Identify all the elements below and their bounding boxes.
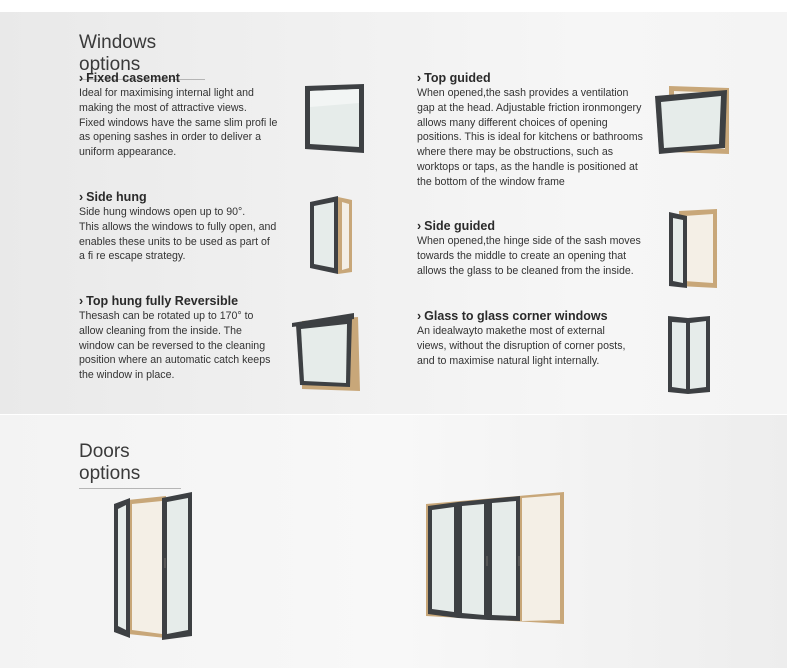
chevron-right-icon: ›	[417, 309, 422, 323]
description-line: Fixed windows have the same slim profi l…	[79, 116, 278, 129]
description-line: positions. This is ideal for kitchens or…	[417, 131, 643, 144]
option-description: An idealwayto makethe most of external v…	[417, 324, 662, 368]
description-line: allow cleaning from the inside. The	[79, 324, 242, 337]
description-line: gap at the head. Adjustable friction iro…	[417, 101, 642, 114]
description-line: views, without the disruption of corner …	[417, 339, 626, 352]
chevron-right-icon: ›	[417, 219, 422, 233]
option-title: ›Fixed casement	[79, 71, 299, 86]
option-top-hung-reversible: ›Top hung fully Reversible Thesash can b…	[79, 294, 299, 383]
option-title: ›Glass to glass corner windows	[417, 309, 662, 324]
option-title-text: Glass to glass corner windows	[424, 309, 608, 323]
option-side-hung: ›Side hung Side hung windows open up to …	[79, 190, 299, 264]
description-line: enables these units to be used as part o…	[79, 235, 270, 248]
description-line: Thesash can be rotated up to 170° to	[79, 310, 254, 322]
option-corner-windows: ›Glass to glass corner windows An idealw…	[417, 309, 662, 368]
description-line: making the most of attractive views.	[79, 101, 247, 114]
option-description: Side hung windows open up to 90°. This a…	[79, 205, 299, 264]
description-line: the window in place.	[79, 369, 175, 382]
description-line: and to maximise natural light internally…	[417, 354, 600, 367]
chevron-right-icon: ›	[79, 190, 84, 204]
description-line: the bottom of the window frame	[417, 175, 565, 188]
side-guided-window-icon	[667, 208, 719, 290]
description-line: uniform appearance.	[79, 146, 177, 159]
chevron-right-icon: ›	[417, 71, 422, 85]
sliding-door-icon	[424, 490, 568, 626]
description-line: as opening sashes in order to deliver a	[79, 131, 261, 144]
top-guided-window-icon	[655, 84, 731, 156]
description-line: allows the glass to be cleaned from the …	[417, 264, 634, 277]
option-side-guided: ›Side guided When opened,the hinge side …	[417, 219, 662, 278]
option-title-text: Fixed casement	[86, 71, 180, 85]
option-title-text: Top hung fully Reversible	[86, 294, 239, 308]
option-title-text: Side hung	[86, 190, 147, 204]
fixed-casement-window-icon	[302, 83, 368, 155]
windows-section-title: Windows options	[79, 32, 205, 80]
option-title: ›Side guided	[417, 219, 662, 234]
french-door-icon	[110, 490, 196, 642]
description-line: This allows the windows to fully open, a…	[79, 220, 277, 233]
option-title: ›Side hung	[79, 190, 299, 205]
doors-section-title: Doors options	[79, 441, 181, 489]
description-line: position where an automatic catch keeps	[79, 354, 271, 367]
option-fixed-casement: ›Fixed casement Ideal for maximising int…	[79, 71, 299, 160]
top-hung-reversible-window-icon	[292, 313, 362, 393]
description-line: where there may be obstructions, such as	[417, 146, 614, 159]
description-line: An idealwayto makethe most of external	[417, 325, 605, 337]
option-description: Thesash can be rotated up to 170° to all…	[79, 309, 299, 383]
corner-window-icon	[666, 314, 712, 396]
description-line: Side hung windows open up to 90°.	[79, 206, 246, 218]
side-hung-window-icon	[308, 194, 356, 276]
option-description: When opened,the hinge side of the sash m…	[417, 234, 662, 278]
option-title: ›Top guided	[417, 71, 662, 86]
description-line: Ideal for maximising internal light and	[79, 87, 254, 99]
chevron-right-icon: ›	[79, 294, 84, 308]
option-description: When opened,the sash provides a ventilat…	[417, 86, 662, 190]
description-line: When opened,the hinge side of the sash m…	[417, 235, 641, 247]
description-line: allows many different choices of opening	[417, 116, 608, 129]
option-title-text: Top guided	[424, 71, 491, 85]
option-description: Ideal for maximising internal light and …	[79, 86, 299, 160]
description-line: window can be reversed to the cleaning	[79, 339, 266, 352]
chevron-right-icon: ›	[79, 71, 84, 85]
description-line: a fi re escape strategy.	[79, 250, 186, 263]
option-title: ›Top hung fully Reversible	[79, 294, 299, 309]
description-line: When opened,the sash provides a ventilat…	[417, 87, 629, 99]
option-top-guided: ›Top guided When opened,the sash provide…	[417, 71, 662, 190]
description-line: towards the middle to create an opening …	[417, 249, 627, 262]
description-line: worktops or taps, as the handle is posit…	[417, 160, 638, 173]
option-title-text: Side guided	[424, 219, 496, 233]
